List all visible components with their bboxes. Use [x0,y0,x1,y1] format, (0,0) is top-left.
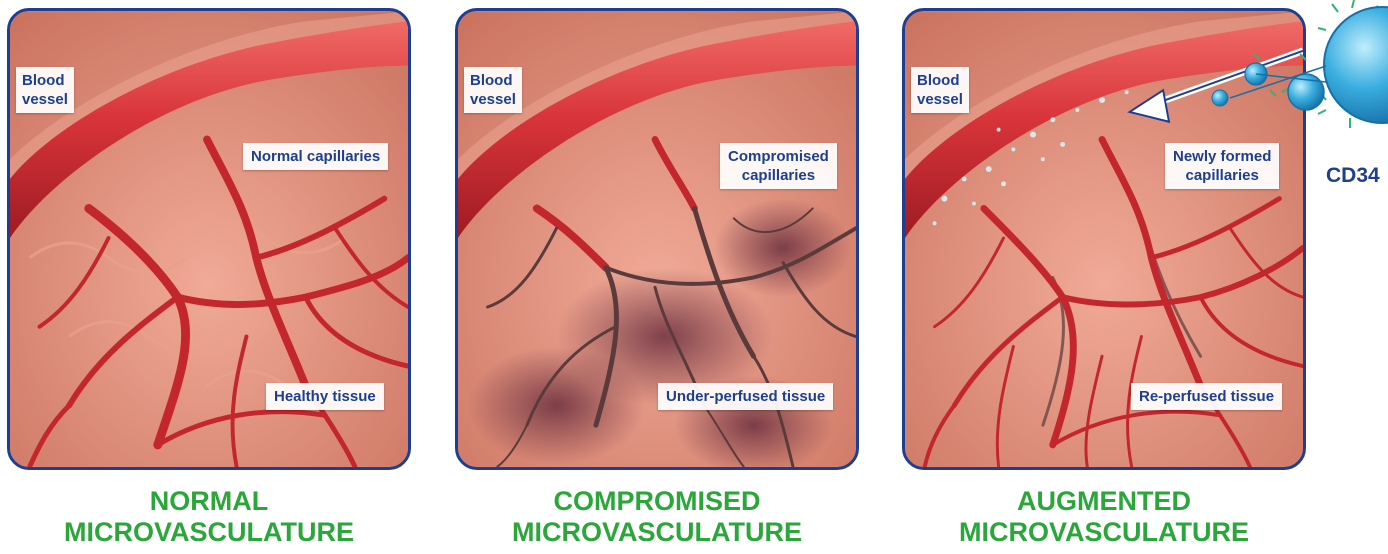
capillaries-label-line2: capillaries [742,167,815,184]
caption-line2: MICROVASCULATURE [7,517,411,548]
caption-line1: AUGMENTED [902,486,1306,517]
vessel-label-line2: vessel [470,91,516,108]
caption-line2: MICROVASCULATURE [902,517,1306,548]
cd34-cell-tiny [1212,90,1228,106]
tissue-label: Healthy tissue [266,383,384,410]
tissue-label: Under-perfused tissue [658,383,833,410]
vessel-label-line1: Blood [22,72,65,89]
cd34-cell-illustration [1120,0,1388,170]
panel-normal: Blood vessel Normal capillaries Healthy … [7,8,411,470]
caption-line2: MICROVASCULATURE [455,517,859,548]
cd34-label: CD34 [1326,164,1380,188]
blood-vessel-label: Blood vessel [464,67,522,113]
caption-compromised: COMPROMISED MICROVASCULATURE [455,486,859,548]
capillaries-label: Compromised capillaries [720,143,837,189]
capillaries-label-line1: Normal capillaries [251,148,380,165]
caption-line1: NORMAL [7,486,411,517]
vessel-label-line1: Blood [917,72,960,89]
tissue-label-text: Re-perfused tissue [1139,388,1274,405]
tissue-label-text: Under-perfused tissue [666,388,825,405]
capillaries-label-line1: Compromised [728,148,829,165]
caption-line1: COMPROMISED [455,486,859,517]
panel-compromised: Blood vessel Compromised capillaries Und… [455,8,859,470]
tissue-label: Re-perfused tissue [1131,383,1282,410]
capillaries-label: Normal capillaries [243,143,388,170]
blood-vessel-label: Blood vessel [911,67,969,113]
blood-vessel-label: Blood vessel [16,67,74,113]
tissue-label-text: Healthy tissue [274,388,376,405]
vessel-label-line2: vessel [22,91,68,108]
vessel-label-line2: vessel [917,91,963,108]
caption-augmented: AUGMENTED MICROVASCULATURE [902,486,1306,548]
cd34-cell-large [1324,7,1388,123]
caption-normal: NORMAL MICROVASCULATURE [7,486,411,548]
vessel-label-line1: Blood [470,72,513,89]
